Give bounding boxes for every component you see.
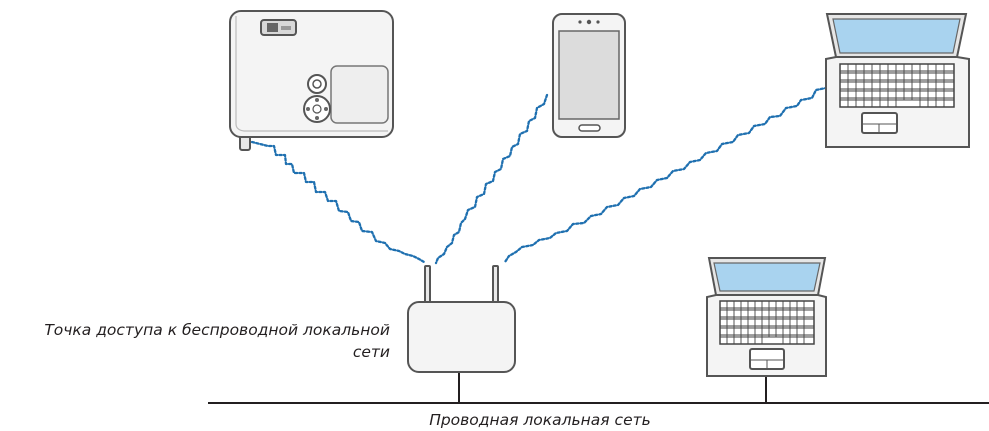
projector-top-panel <box>330 65 389 124</box>
wireless-laptop-icon <box>825 13 970 148</box>
smartphone-screen <box>558 30 620 120</box>
wired-network-label: Проводная локальная сеть <box>429 411 651 429</box>
access-point-label-line2: сети <box>352 343 390 361</box>
smartphone-icon <box>552 13 626 138</box>
laptop-screen <box>713 262 821 292</box>
smartphone-home-button <box>578 124 601 132</box>
laptop-keyboard <box>719 300 815 345</box>
wired-network <box>208 372 989 404</box>
wireless-link-laptop <box>503 78 834 264</box>
access-point-body <box>407 301 516 373</box>
access-point-label-line1: Точка доступа к беспроводной локальной <box>44 321 390 339</box>
access-point-label: Точка доступа к беспроводной локальной с… <box>10 319 390 363</box>
wireless-access-point-icon <box>407 265 516 373</box>
wired-laptop-icon <box>706 257 827 377</box>
laptop-screen <box>832 18 961 54</box>
projector-back-edge <box>235 16 388 132</box>
wireless-link-smartphone <box>434 93 549 265</box>
laptop-keyboard <box>839 63 955 108</box>
projector-icon <box>229 10 394 151</box>
wireless-links <box>250 78 834 265</box>
wireless-link-projector <box>250 140 426 264</box>
